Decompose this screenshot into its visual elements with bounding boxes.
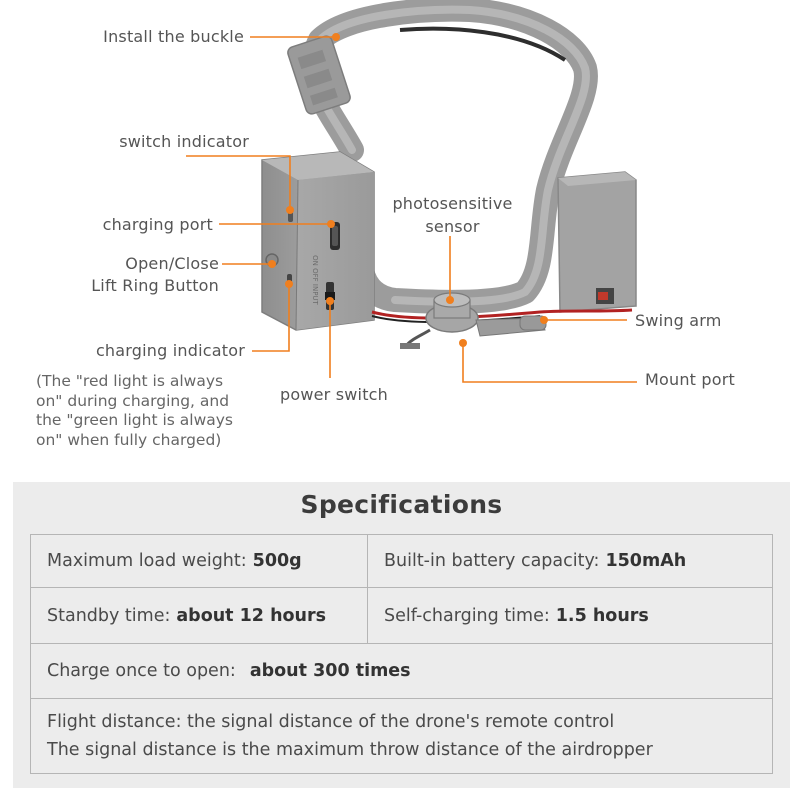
label-open-close-1: Open/Close — [125, 254, 219, 273]
right-block — [557, 171, 637, 313]
label-charging-indicator: charging indicator — [95, 341, 245, 360]
spec-max-load-key: Maximum load weight: — [47, 551, 247, 571]
cable-assembly — [371, 292, 633, 349]
spec-standby-key: Standby time: — [47, 605, 171, 626]
spec-self-charging-value: 1.5 hours — [555, 605, 649, 626]
specifications-title: Specifications — [300, 490, 503, 519]
label-switch-indicator: switch indicator — [119, 132, 249, 151]
product-diagram: ON OFF INPUT — [186, 0, 637, 383]
label-install-buckle: Install the buckle — [103, 27, 244, 46]
label-mount-port: Mount port — [645, 370, 736, 389]
label-open-close-2: Lift Ring Button — [91, 276, 219, 295]
spec-battery-key: Built-in battery capacity: — [384, 551, 600, 571]
note-line: the "green light is always — [36, 411, 234, 429]
note-line: on" during charging, and — [36, 391, 230, 410]
device-text: ON OFF INPUT — [311, 255, 319, 305]
indicator-note: (The "red light is always on" during cha… — [36, 372, 276, 450]
spec-battery-value: 150mAh — [605, 551, 687, 571]
specifications-panel: Specifications Maximum load weight: 500g… — [13, 482, 790, 788]
spec-charge-open-key: Charge once to open: — [47, 661, 236, 681]
spec-battery: Built-in battery capacity: 150mAh — [367, 534, 773, 588]
label-power-switch: power switch — [280, 385, 389, 404]
spec-self-charging: Self-charging time: 1.5 hours — [367, 587, 773, 644]
note-line: (The "red light is always — [36, 372, 224, 390]
label-charging-port: charging port — [102, 215, 213, 234]
label-photosensitive-1: photosensitive — [392, 194, 513, 213]
spec-max-load: Maximum load weight: 500g — [30, 534, 368, 588]
spec-standby: Standby time: about 12 hours — [30, 587, 368, 644]
spec-charge-open-value: about 300 times — [249, 661, 411, 681]
spec-flight-line-2: The signal distance is the maximum throw… — [47, 740, 653, 760]
spec-charge-open: Charge once to open: about 300 times — [30, 643, 773, 699]
spec-flight-distance: Flight distance: the signal distance of … — [30, 698, 773, 774]
note-line: on" when fully charged) — [36, 430, 222, 449]
spec-max-load-value: 500g — [252, 551, 302, 571]
leader-lines — [186, 33, 637, 383]
main-box: ON OFF INPUT — [261, 151, 375, 331]
buckle — [287, 35, 351, 115]
spec-standby-value: about 12 hours — [176, 605, 327, 626]
spec-self-charging-key: Self-charging time: — [384, 605, 550, 626]
label-swing-arm: Swing arm — [635, 311, 722, 330]
label-photosensitive-2: sensor — [425, 217, 480, 236]
spec-flight-line-1: Flight distance: the signal distance of … — [47, 712, 615, 732]
